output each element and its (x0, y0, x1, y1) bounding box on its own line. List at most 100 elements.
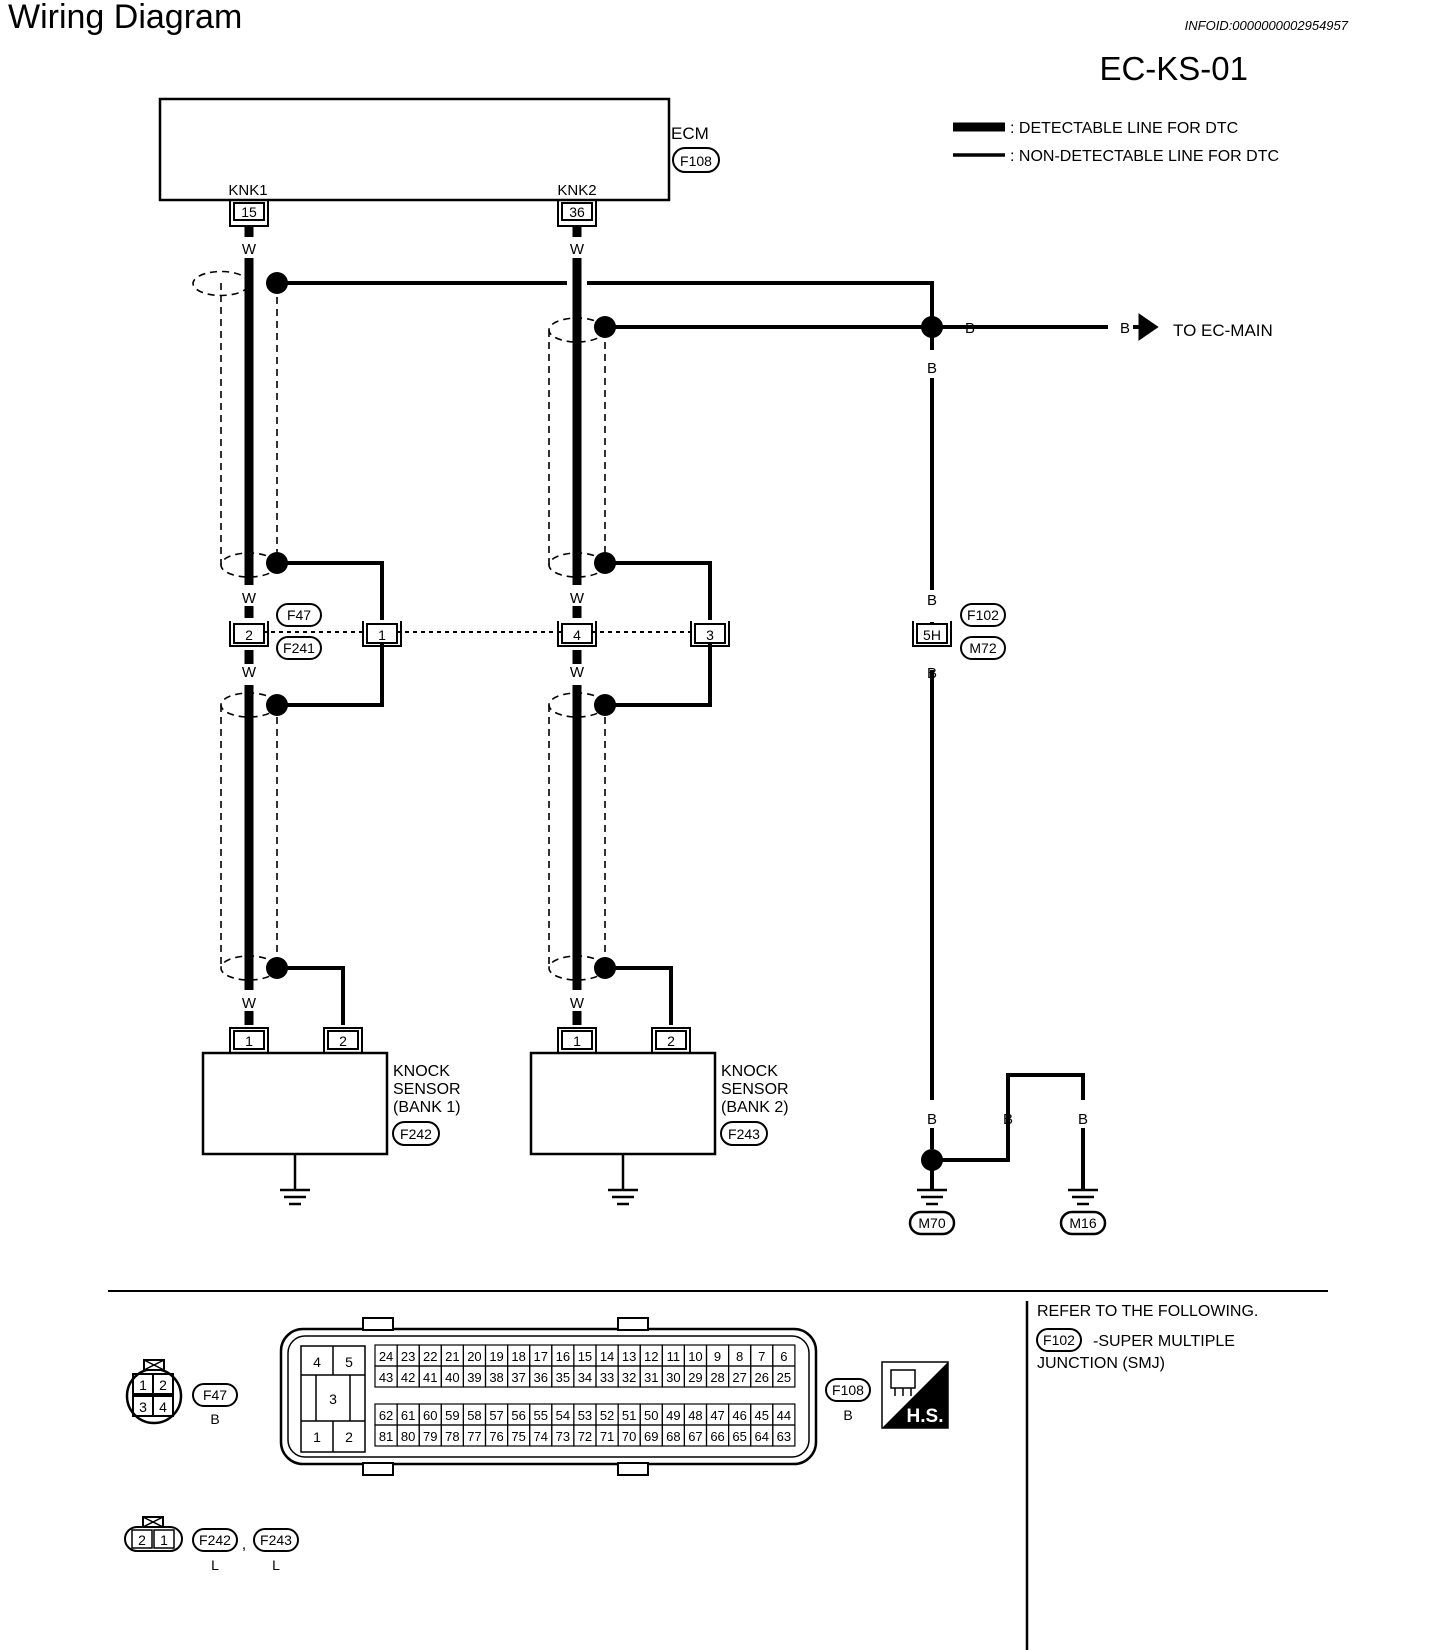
ecm-box (158, 97, 671, 202)
f108-pin-number: 70 (622, 1429, 636, 1444)
wire-color-labels-b: B B B B B B B B (927, 320, 1130, 1128)
f108-pin-number: 15 (578, 1349, 592, 1364)
knock-sensor-bank2: 1 2 KNOCK SENSOR (BANK 2) F243 (529, 1027, 789, 1156)
f108-pin-number: 13 (622, 1349, 636, 1364)
f108-pin-number: 51 (622, 1408, 636, 1423)
wire-label-w: W (570, 995, 585, 1012)
sensor-conn-pin: 1 (160, 1532, 168, 1548)
f108-pin-number: 65 (732, 1429, 746, 1444)
hs-label: H.S. (907, 1406, 944, 1427)
f47-pin: 2 (159, 1377, 167, 1393)
f108-pin-number: 50 (644, 1408, 658, 1423)
wire-label-b: B (1120, 320, 1130, 337)
splice-dot (594, 316, 616, 338)
f108-pin-number: 56 (511, 1408, 525, 1423)
f108-pin-number: 77 (467, 1429, 481, 1444)
f108-pin-number: 25 (777, 1370, 791, 1385)
splice-dot (266, 272, 288, 294)
sensor-conn-color2: L (272, 1557, 280, 1573)
legend-detectable: : DETECTABLE LINE FOR DTC (1010, 120, 1238, 137)
sensor2-connector: F243 (728, 1126, 760, 1142)
f108-pin-number: 54 (556, 1408, 570, 1423)
f108-pin-number: 21 (445, 1349, 459, 1364)
hs-badge: H.S. (881, 1361, 949, 1429)
sensor1-label-line3: (BANK 1) (393, 1099, 461, 1116)
wire-label-b: B (965, 320, 975, 337)
f108-pin-number: 68 (666, 1429, 680, 1444)
f47-pin: 4 (159, 1399, 167, 1415)
sensor2-label-line3: (BANK 2) (721, 1099, 789, 1116)
legend-non-detectable: : NON-DETECTABLE LINE FOR DTC (1010, 148, 1279, 165)
sensor2-pin1: 1 (573, 1033, 581, 1049)
to-ec-main-label[interactable]: TO EC-MAIN (1173, 321, 1273, 340)
splice-dot (921, 316, 943, 338)
splice-dot (594, 694, 616, 716)
f108-pin-number: 81 (379, 1429, 393, 1444)
f108-pin-number: 60 (423, 1408, 437, 1423)
f108-pin-number: 64 (755, 1429, 769, 1444)
refer-heading: REFER TO THE FOLLOWING. (1037, 1303, 1258, 1320)
refer-text1: -SUPER MULTIPLE (1093, 1333, 1235, 1350)
f108-left-pin: 3 (329, 1391, 337, 1407)
wire-label-w: W (570, 664, 585, 681)
f108-pin-cell (772, 1424, 796, 1447)
wire-label-w: W (570, 590, 585, 607)
f47-name: F47 (203, 1387, 227, 1403)
f108-pin-number: 32 (622, 1370, 636, 1385)
ground-symbols (280, 1128, 1107, 1236)
f108-pin-number: 79 (423, 1429, 437, 1444)
f108-pin-number: 52 (600, 1408, 614, 1423)
ecm: ECM F108 KNK1 KNK2 (158, 97, 720, 202)
f108-pin-number: 23 (401, 1349, 415, 1364)
f108-pin-number: 6 (780, 1349, 787, 1364)
f108-pin-number: 36 (534, 1370, 548, 1385)
f108-left-pin: 2 (345, 1429, 353, 1445)
info-id: INFOID:0000000002954957 (1184, 18, 1348, 33)
f108-pin-number: 30 (666, 1370, 680, 1385)
splice-dot (266, 957, 288, 979)
f108-pin-number: 17 (534, 1349, 548, 1364)
sensor1-pin1: 1 (245, 1033, 253, 1049)
ecm-pin-terminals (229, 200, 597, 227)
ecm-connector-badge (672, 147, 720, 173)
sensor-conn-name2: F243 (260, 1532, 292, 1548)
f108-pin-number: 55 (534, 1408, 548, 1423)
splice-dot (594, 552, 616, 574)
wire-color-labels-w: W W W W W W W W (242, 241, 585, 1012)
sensor1-label-line1: KNOCK (393, 1063, 450, 1080)
wire-label-w: W (570, 241, 585, 258)
connector-badge-m72: M72 (969, 640, 996, 656)
joint-connector-badges (276, 603, 1006, 660)
splice-dot (266, 694, 288, 716)
sensor1-pin2: 2 (339, 1033, 347, 1049)
f108-pin-number: 20 (467, 1349, 481, 1364)
f108-pin-number: 71 (600, 1429, 614, 1444)
connector-view-f47: 1 2 3 4 F47 B (125, 1359, 238, 1427)
f108-pin-number: 38 (489, 1370, 503, 1385)
f108-left-pin: 4 (313, 1354, 321, 1370)
f108-pin-number: 75 (511, 1429, 525, 1444)
f108-pin-number: 29 (688, 1370, 702, 1385)
f108-pin-number: 39 (467, 1370, 481, 1385)
wire-label-b: B (927, 1111, 937, 1128)
f108-left-pin: 5 (345, 1354, 353, 1370)
f108-pin-number: 8 (736, 1349, 743, 1364)
f108-pin-number: 53 (578, 1408, 592, 1423)
f108-pin-number: 24 (379, 1349, 393, 1364)
sensor-conn-separator: , (242, 1536, 246, 1553)
connector-badge-f47: F47 (287, 607, 311, 623)
ecm-pin1-name: KNK1 (228, 182, 267, 199)
f108-pin-number: 63 (777, 1429, 791, 1444)
page-title: Wiring Diagram (8, 0, 243, 36)
f108-pin-number: 19 (489, 1349, 503, 1364)
f47-pin: 1 (139, 1377, 147, 1393)
f108-pin-number: 41 (423, 1370, 437, 1385)
refer-text2: JUNCTION (SMJ) (1037, 1355, 1165, 1372)
f47-pin: 3 (139, 1399, 147, 1415)
diagram-id: EC-KS-01 (1099, 50, 1248, 87)
f108-pin-number: 31 (644, 1370, 658, 1385)
wire-label-b: B (1078, 1111, 1088, 1128)
f108-pin-number: 49 (666, 1408, 680, 1423)
joint-connectors (229, 621, 952, 647)
